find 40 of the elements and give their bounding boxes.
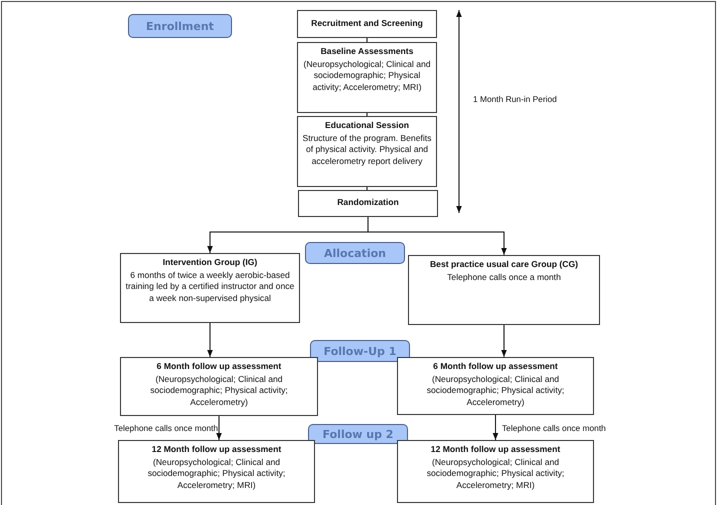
process-box xyxy=(297,42,437,113)
box-title: Intervention Group (IG) xyxy=(162,257,258,269)
edge-label: Telephone calls once month xyxy=(114,423,218,433)
process-box xyxy=(397,440,594,503)
box-title: Randomization xyxy=(337,197,399,209)
box-title: Best practice usual care Group (CG) xyxy=(430,259,578,271)
box-text: (Neuropsychological; Clinical and sociodemographic; Physical activity; Accelerometry) xyxy=(426,374,566,408)
box-title: Baseline Assessments xyxy=(320,46,414,58)
process-box xyxy=(118,440,315,503)
arrow xyxy=(207,322,213,358)
process-box xyxy=(408,255,600,325)
stage-label: Enrollment xyxy=(128,14,232,38)
process-box xyxy=(397,357,594,415)
box-text: (Neuropsychological; Clinical and sociodemographic; Physical activity; Accelerometry) xyxy=(149,374,289,408)
process-box xyxy=(297,10,437,38)
box-title: 12 Month follow up assessment xyxy=(152,444,282,456)
process-box xyxy=(120,357,318,416)
arrow xyxy=(501,324,507,358)
arrow xyxy=(492,414,498,440)
box-text: 6 months of twice a weekly aerobic-based training led by a certified instructor and once a week non-supervised physical xyxy=(125,270,295,304)
period-label: 1 Month Run-in Period xyxy=(473,94,557,104)
box-text: Telephone calls once a month xyxy=(447,272,561,284)
box-text: (Neuropsychological; Clinical and sociodemographic; Physical activity; Accelerometry; MRI) xyxy=(302,58,432,94)
process-box xyxy=(120,253,300,323)
process-box xyxy=(298,190,438,217)
box-text: (Neuropsychological; Clinical and sociodemographic; Physical activity; Accelerometry; MRI) xyxy=(426,456,566,492)
box-text: (Neuropsychological; Clinical and sociodemographic; Physical activity; Accelerometry; MRI) xyxy=(146,456,286,492)
box-title: Recruitment and Screening xyxy=(311,18,423,30)
stage-label: Follow up 2 xyxy=(308,424,408,444)
edge-label: Telephone calls once month xyxy=(502,423,606,433)
arrow xyxy=(368,216,507,256)
stage-label: Follow-Up 1 xyxy=(310,340,410,362)
box-title: 6 Month follow up assessment xyxy=(433,361,558,373)
box-title: 6 Month follow up assessment xyxy=(156,361,282,373)
process-box xyxy=(297,116,437,187)
box-title: 12 Month follow up assessment xyxy=(430,444,560,456)
stage-label: Allocation xyxy=(305,242,405,264)
box-title: Educational Session xyxy=(324,120,410,132)
arrow xyxy=(216,416,222,440)
box-text: Structure of the program. Benefits of physical activity. Physical and accelerometry report delivery xyxy=(302,132,432,168)
